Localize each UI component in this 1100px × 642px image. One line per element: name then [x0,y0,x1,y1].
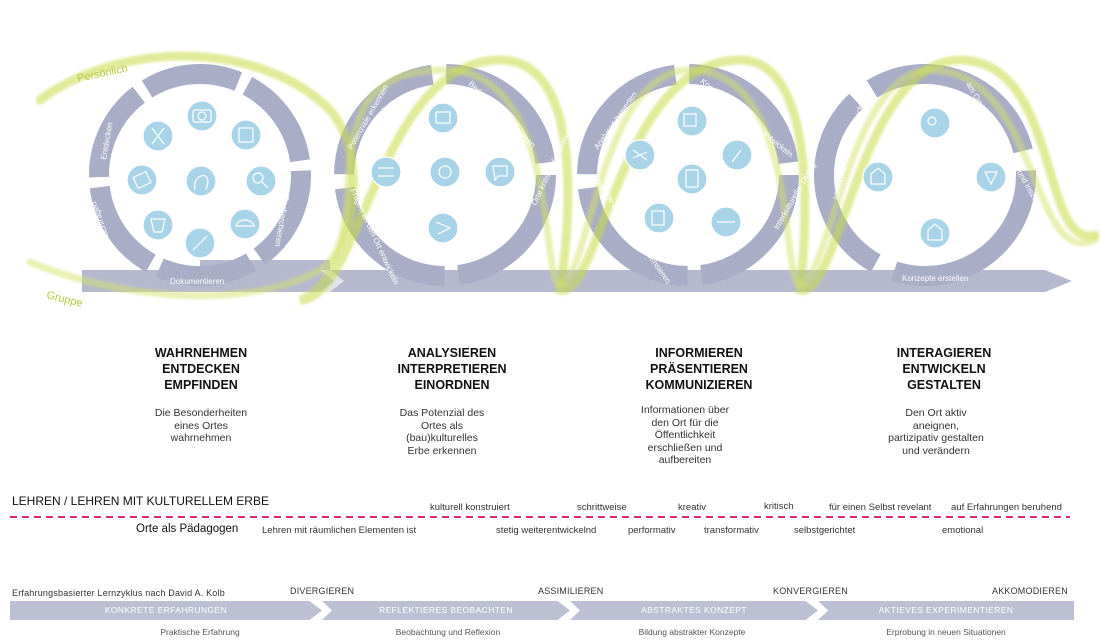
kolb-stage-label: AKTIEVES EXPERIMENTIEREN [878,605,1014,615]
kolb-stage-label: REFLEKTIERES BEOBACHTEN [379,605,513,615]
dots-icon [624,139,656,171]
handshake-icon [710,206,742,238]
green-curves [26,51,1100,305]
tablet-icon [676,163,708,195]
head-icon [185,165,217,197]
scissors-icon [142,120,174,152]
kolb-stage-label: KONKRETE ERFAHRUNGEN [104,605,228,615]
gruppe-label: Gruppe [45,289,84,310]
microphone-icon [721,139,753,171]
camera-icon [186,100,218,132]
pencil-icon [184,227,216,259]
house-icon [862,161,894,193]
cards-icon [643,202,675,234]
attribute-lower: transformativ [704,525,759,536]
lehren-heading: LEHREN / LEHREN MIT KULTURELLEM ERBE [12,494,269,508]
kolb-mode: ASSIMILIEREN [538,586,604,596]
people-icon [919,107,951,139]
attribute-lower: selbstgerichtet [794,525,856,536]
attribute-lower: stetig weiterentwickelnd [496,525,597,536]
home-icon [919,217,951,249]
kolb-stage-label: ABSTRAKTES KONZEPT [641,605,747,615]
kolb-stage-bar-3 [570,601,818,620]
network-icon [427,212,459,244]
target-icon [429,156,461,188]
attribute-upper: kritisch [764,501,794,512]
orte-label: Orte als Pädagogen [136,523,239,535]
devices-icon [676,105,708,137]
arrows-icon [370,156,402,188]
kolb-stage-bar-2 [322,601,570,620]
kolb-stage-sub: Erprobung in neuen Situationen [886,627,1006,637]
attribute-lower: performativ [628,525,676,536]
kolb-mode: KONVERGIEREN [773,586,848,596]
attribute-lower: emotional [942,525,984,536]
kolb-stage-bar-1 [10,601,322,620]
lehren-intro: Lehren mit räumlichen Elementen ist [262,525,417,536]
map-icon [126,164,158,196]
ring-label: Dokumentieren [170,277,224,286]
attribute-upper: schrittweise [577,502,627,513]
kolb-stage-sub: Bildung abstrakter Konzepte [638,627,746,637]
cloud-icon [229,208,261,240]
kolb-stage-sub: Praktische Erfahrung [160,627,240,637]
gem-icon [975,161,1007,193]
attribute-upper: auf Erfahrungen beruhend [951,502,1062,513]
box-icon [427,102,459,134]
magnifier-icon [245,165,277,197]
kolb-mode: DIVERGIEREN [290,586,355,596]
attribute-upper: kreativ [678,502,706,513]
kolb-mode: AKKOMODIEREN [992,586,1068,596]
masks-icon [142,209,174,241]
kolb-title: Erfahrungsbasierter Lernzyklus nach Davi… [12,588,225,598]
attribute-upper: kulturell konstruiert [430,502,510,513]
ring-label: Konzepte erstellen [902,274,968,283]
building-icon [230,119,262,151]
speech-icon [484,156,516,188]
kolb-stage-bar-4 [818,601,1074,620]
kolb-stage-sub: Beobachtung und Reflexion [395,627,501,637]
attribute-upper: für einen Selbst revelant [829,502,932,513]
